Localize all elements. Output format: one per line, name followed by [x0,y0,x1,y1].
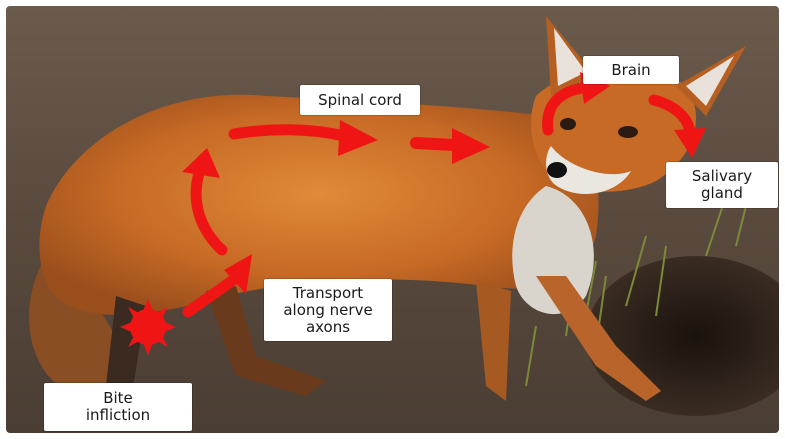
label-transport-along-nerve-axons: Transport along nerve axons [264,279,392,341]
arrow-icon [234,120,378,156]
label-bite-infliction: Bite infliction [44,383,192,431]
arrow-icon [416,128,490,164]
label-salivary-gland: Salivary gland [666,162,778,208]
starburst-icon [120,299,176,355]
arrow-icon [188,254,252,312]
label-spinal-cord: Spinal cord [300,85,420,115]
label-brain: Brain [583,56,679,84]
arrow-icon [654,100,706,158]
arrow-icon [182,148,222,250]
